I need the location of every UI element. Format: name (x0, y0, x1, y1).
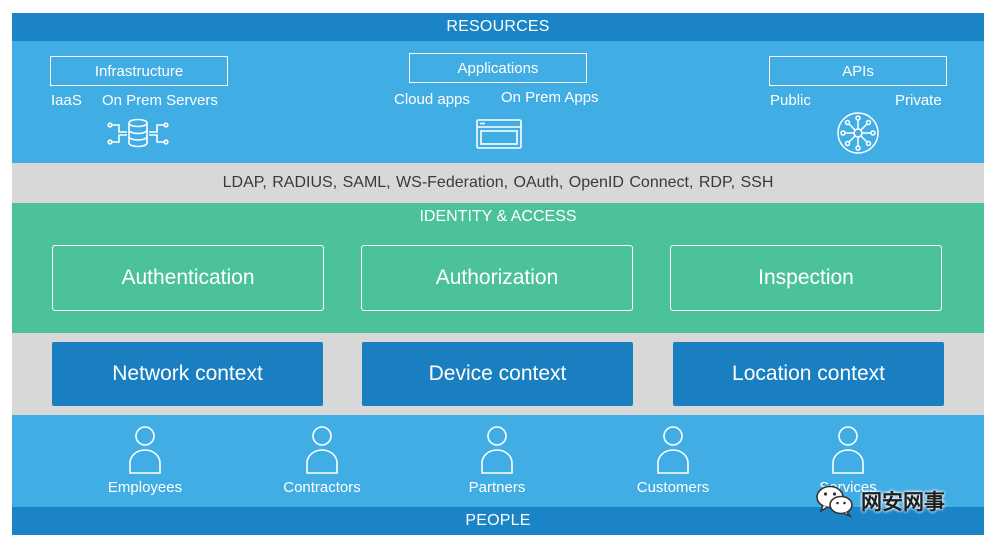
inspection-label: Inspection (758, 266, 854, 289)
person-icon (657, 426, 689, 474)
resources-title-bar: RESOURCES (12, 13, 984, 41)
cloud-apps-label: Cloud apps (394, 91, 470, 108)
person-contractors: Contractors (262, 425, 382, 496)
person-icon (129, 426, 161, 474)
authorization-box: Authorization (361, 245, 633, 311)
resources-title: RESOURCES (446, 18, 550, 35)
device-context-label: Device context (428, 362, 567, 385)
infrastructure-box: Infrastructure (50, 56, 228, 86)
authorization-label: Authorization (435, 266, 559, 289)
device-context-box: Device context (362, 342, 633, 406)
private-label: Private (895, 92, 942, 109)
network-context-label: Network context (112, 362, 263, 385)
person-icon (306, 426, 338, 474)
applications-label: Applications (457, 59, 539, 77)
protocols-band: LDAP, RADIUS, SAML, WS-Federation, OAuth… (12, 163, 984, 203)
wechat-icon (816, 485, 853, 518)
inspection-box: Inspection (670, 245, 942, 311)
location-context-label: Location context (732, 362, 885, 385)
protocols-text: LDAP, RADIUS, SAML, WS-Federation, OAuth… (222, 174, 774, 191)
context-band: Network context Device context Location … (12, 333, 984, 415)
iaas-label: IaaS (51, 92, 82, 109)
identity-access-panel: IDENTITY & ACCESS Authentication Authori… (12, 203, 984, 333)
authentication-label: Authentication (121, 266, 255, 289)
people-title: PEOPLE (465, 512, 531, 529)
on-prem-apps-label: On Prem Apps (501, 89, 599, 106)
person-employees: Employees (85, 425, 205, 496)
on-prem-servers-label: On Prem Servers (102, 92, 218, 109)
infrastructure-label: Infrastructure (94, 62, 184, 80)
customers-label: Customers (636, 479, 710, 496)
people-title-bar: PEOPLE (12, 507, 984, 535)
apis-label: APIs (842, 62, 874, 80)
employees-label: Employees (107, 479, 183, 496)
database-icon (107, 118, 169, 148)
person-customers: Customers (613, 425, 733, 496)
contractors-label: Contractors (283, 479, 361, 496)
apis-box: APIs (769, 56, 947, 86)
resources-panel: Infrastructure IaaS On Prem Servers Appl… (12, 41, 984, 163)
authentication-box: Authentication (52, 245, 324, 311)
applications-box: Applications (409, 53, 587, 83)
person-icon (832, 426, 864, 474)
partners-label: Partners (468, 479, 526, 496)
watermark-text: 网安网事 (861, 490, 945, 514)
identity-access-title: IDENTITY & ACCESS (419, 208, 577, 225)
network-context-box: Network context (52, 342, 323, 406)
watermark: 网安网事 (815, 483, 975, 519)
person-icon (481, 426, 513, 474)
location-context-box: Location context (673, 342, 944, 406)
network-hub-icon (837, 112, 879, 154)
browser-window-icon (476, 119, 522, 149)
public-label: Public (770, 92, 811, 109)
person-partners: Partners (437, 425, 557, 496)
